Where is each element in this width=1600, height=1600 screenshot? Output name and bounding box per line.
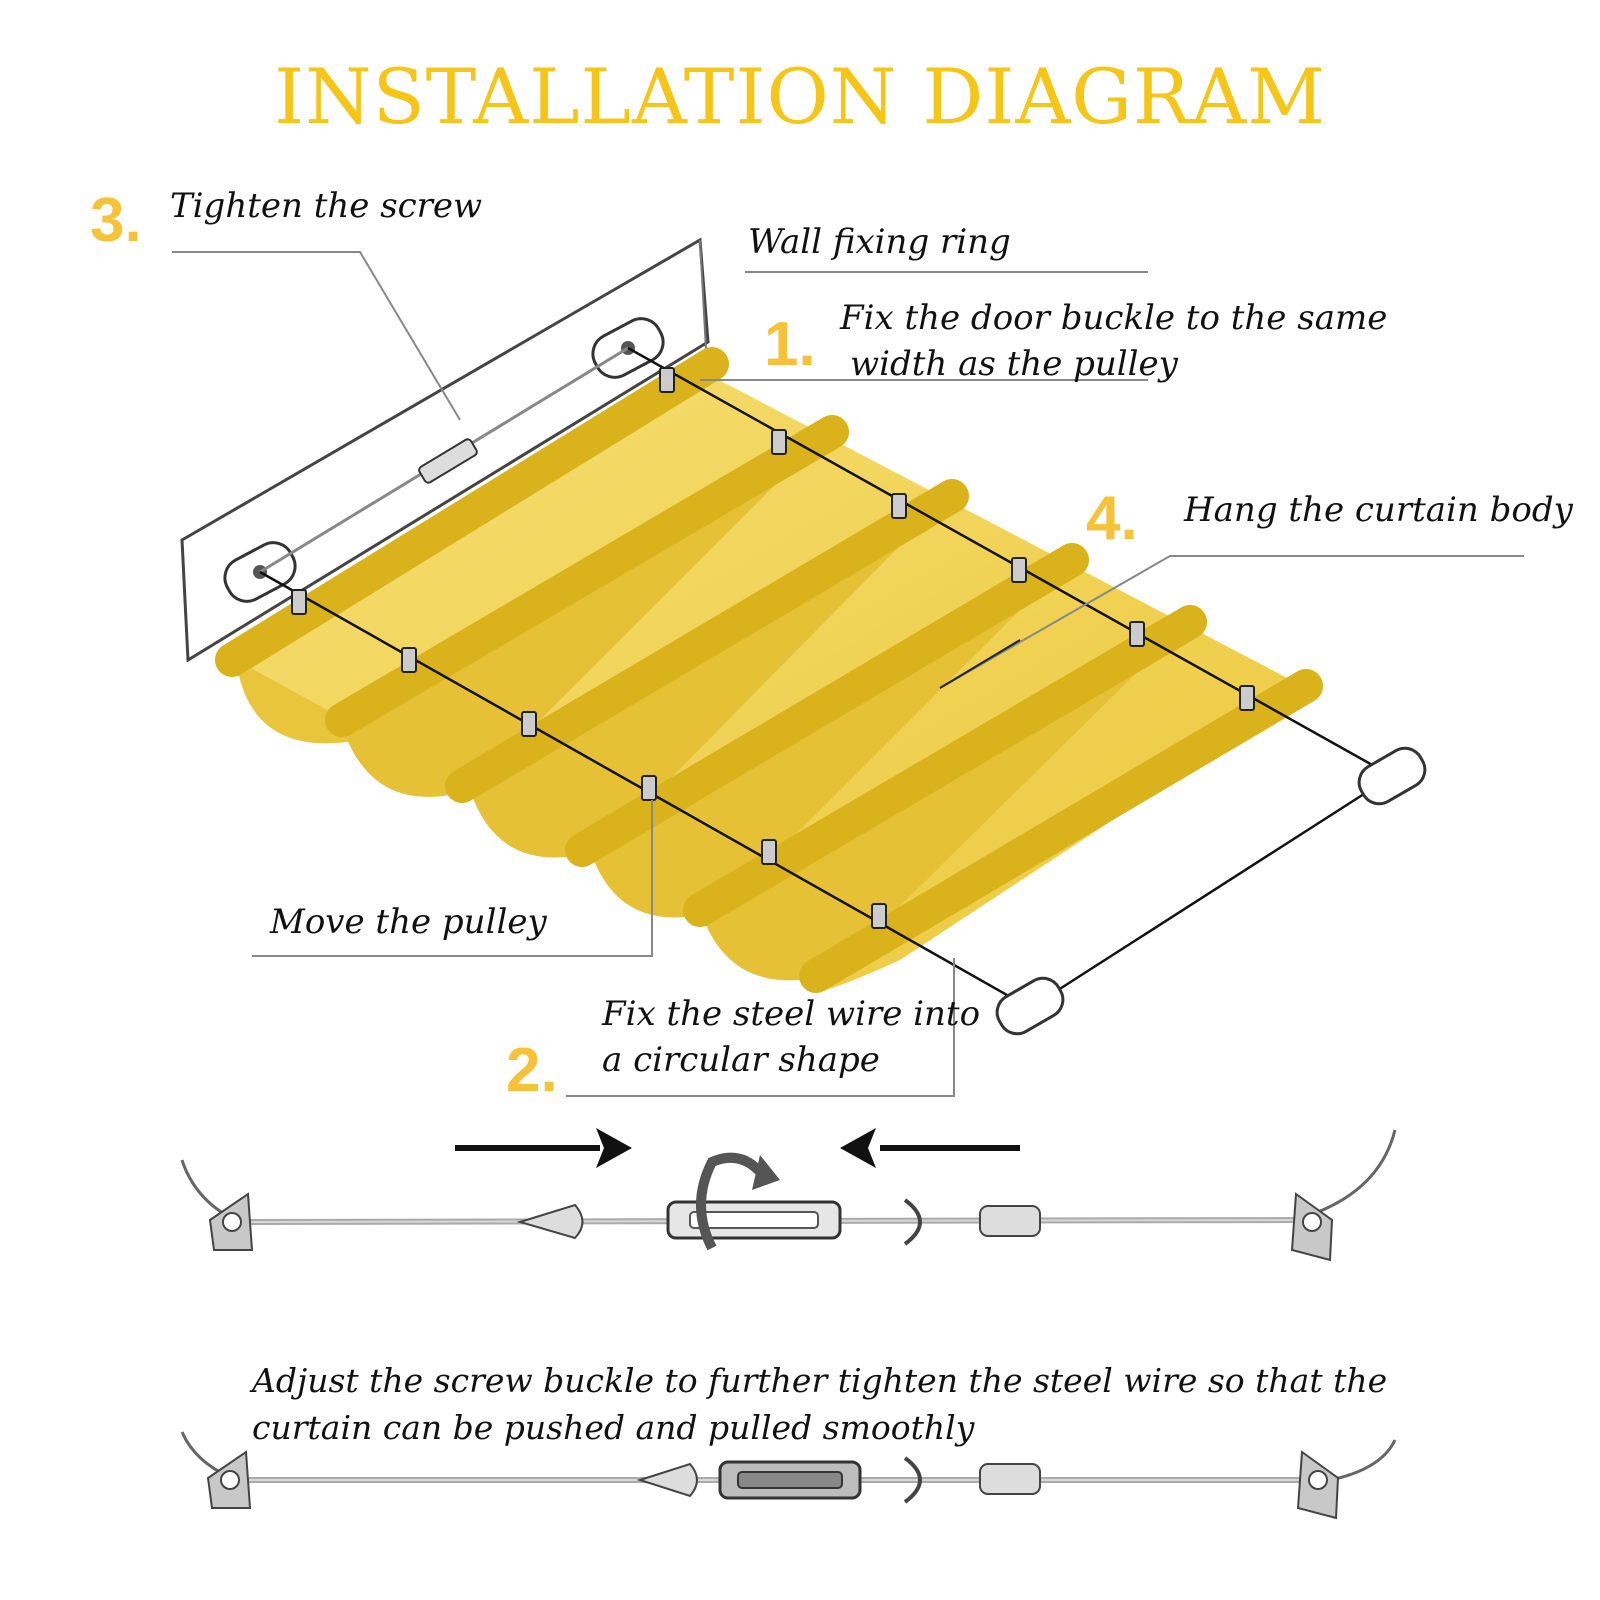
leader-lines <box>172 251 1524 1097</box>
wall-board <box>180 237 710 663</box>
eye-plate-icon <box>208 1192 254 1251</box>
arrow-left-icon <box>840 1128 1020 1168</box>
page-title: INSTALLATION DIAGRAM <box>274 52 1326 141</box>
instruction-text: Adjust the screw buckle to further tight… <box>252 1361 1388 1447</box>
floor-ring-back-icon <box>1357 746 1427 806</box>
eye-plate-icon <box>1296 1450 1340 1520</box>
step-2-number: 2. <box>506 1036 558 1105</box>
step-2-line-2: a circular shape <box>602 1040 880 1080</box>
snap-hook-icon <box>516 1198 922 1246</box>
wire-assembly-bottom <box>180 1431 1397 1520</box>
pulley-label: Move the pulley <box>270 902 547 942</box>
step-4-number: 4. <box>1086 484 1138 553</box>
step-4-label: Hang the curtain body <box>1184 490 1573 530</box>
wall-ring-label: Wall fixing ring <box>748 222 1011 262</box>
curtain-rods <box>215 347 1323 993</box>
pulley-icon <box>291 367 1255 929</box>
wire-assembly-top <box>180 1129 1397 1262</box>
rotate-arrow-icon <box>696 1152 780 1251</box>
turnbuckle-icon <box>418 438 478 484</box>
turnbuckle-icon <box>666 1200 842 1240</box>
step-1-line-2: width as the pulley <box>850 344 1178 384</box>
arrow-right-icon <box>455 1128 632 1168</box>
wire-clip-icon <box>979 1205 1041 1237</box>
step-3-number: 3. <box>90 186 142 255</box>
step-1-number: 1. <box>764 310 816 379</box>
step-3-label: Tighten the screw <box>170 186 483 226</box>
eye-plate-icon <box>1290 1192 1334 1262</box>
turnbuckle-icon <box>718 1460 862 1500</box>
step-1-line-1: Fix the door buckle to the same <box>840 298 1388 338</box>
wire-clip-icon <box>979 1463 1041 1495</box>
floor-ring-front-icon <box>995 976 1065 1036</box>
step-2-line-1: Fix the steel wire into <box>602 994 981 1034</box>
eye-plate-icon <box>206 1450 252 1509</box>
snap-hook-icon <box>636 1456 922 1504</box>
